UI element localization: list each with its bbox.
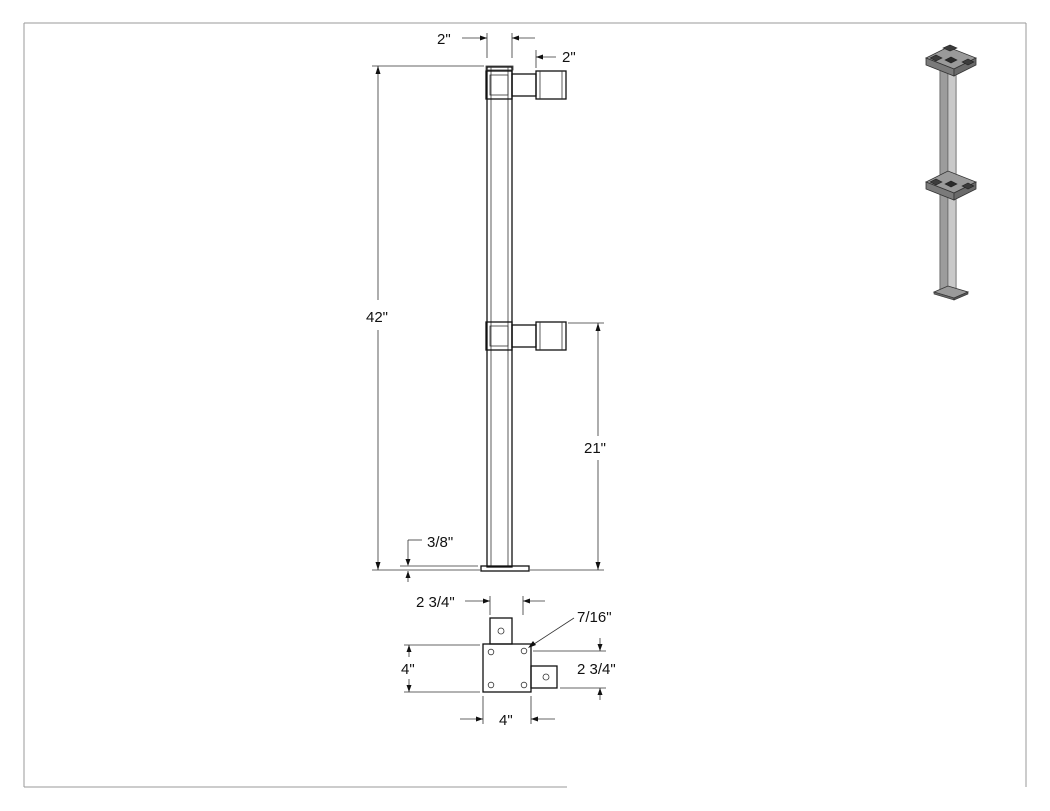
dim-label-hole-diameter: 7/16" <box>577 609 612 626</box>
drawing-frame <box>23 22 1027 788</box>
dim-label-overall-height: 42" <box>366 309 388 326</box>
iso-mid-connector <box>925 170 977 201</box>
dim-post-width-top: 2" <box>437 31 535 58</box>
dim-hole-diameter: 7/16" <box>528 609 612 648</box>
dim-plan-arm-offset: 2 3/4" <box>533 638 616 700</box>
dim-label-arm-width: 2" <box>562 49 576 66</box>
dim-base-plate-thickness: 3/8" <box>400 534 478 582</box>
dim-mid-height: 21" <box>530 322 606 571</box>
dim-plan-arm-width: 2 3/4" <box>416 594 545 615</box>
post-elevation-view <box>480 65 567 572</box>
dim-label-plate-depth: 4" <box>401 661 415 678</box>
dim-arm-width-top: 2" <box>535 49 576 68</box>
base-plate <box>480 565 530 572</box>
dim-label-post-width: 2" <box>437 31 451 48</box>
dim-label-plate-width: 4" <box>499 712 513 729</box>
dim-label-plan-arm-offset: 2 3/4" <box>577 661 616 678</box>
dim-plate-depth: 4" <box>401 644 480 693</box>
iso-top-connector <box>925 44 977 77</box>
top-rail-connector <box>485 70 567 100</box>
dim-label-mid-height: 21" <box>584 440 606 457</box>
iso-base-plate <box>932 285 970 301</box>
post-isometric-view <box>925 44 977 301</box>
dim-label-base-plate: 3/8" <box>427 534 453 551</box>
mid-rail-connector <box>485 321 567 351</box>
base-plate-plan-view <box>482 617 558 693</box>
dim-overall-height: 42" <box>366 65 484 571</box>
dim-label-plan-arm-width: 2 3/4" <box>416 594 455 611</box>
dim-plate-width: 4" <box>460 696 555 729</box>
